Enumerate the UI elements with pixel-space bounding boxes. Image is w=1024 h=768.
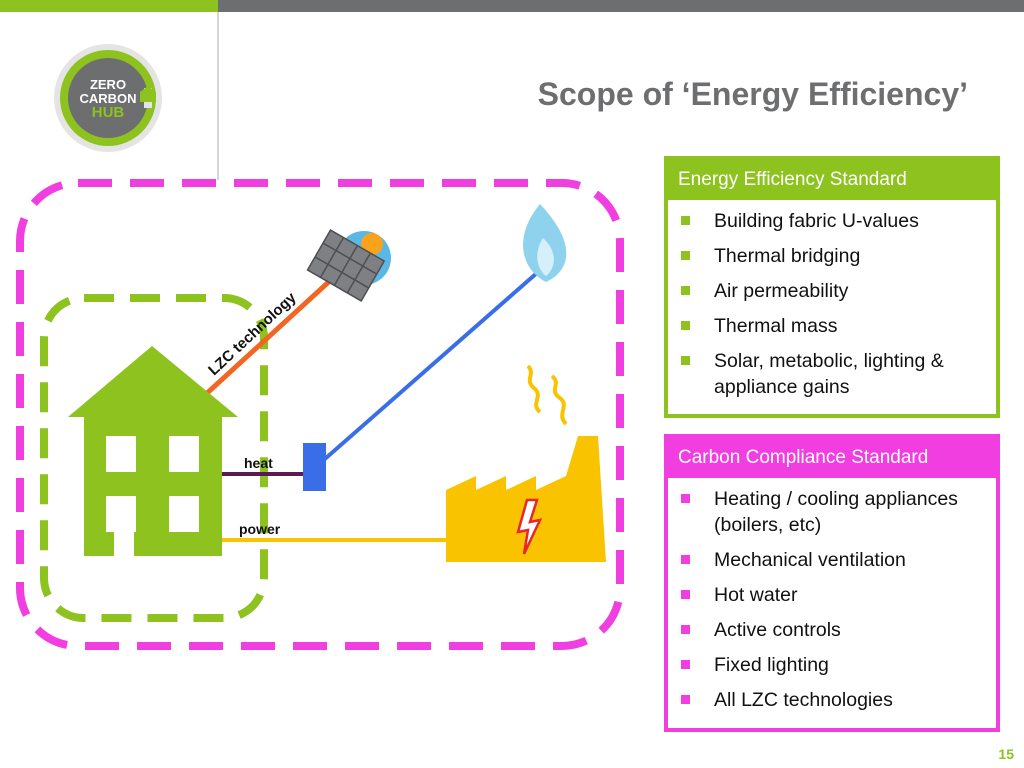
- header-divider: [217, 12, 219, 180]
- list-item-text: Thermal bridging: [714, 245, 861, 267]
- square-bullet-icon: [681, 356, 690, 365]
- list-item: Air permeability: [668, 278, 996, 304]
- list-item-text: Active controls: [714, 619, 841, 641]
- lzc-technology-label: LZC technology: [205, 289, 300, 379]
- gas-flame-icon: [523, 204, 567, 282]
- list-item-text: Building fabric U-values: [714, 210, 919, 232]
- logo-line-carbon: CARBON: [79, 91, 137, 106]
- gas-line: [316, 270, 540, 467]
- zero-carbon-hub-logo: ZERO CARBON HUB: [52, 42, 164, 154]
- list-item-text: All LZC technologies: [714, 689, 893, 711]
- carbon-compliance-list: Heating / cooling appliances (boilers, e…: [668, 478, 996, 713]
- energy-scope-diagram: LZC technology heat power: [16, 179, 624, 650]
- list-item: Active controls: [668, 617, 996, 643]
- carbon-compliance-standard-panel: Carbon Compliance Standard Heating / coo…: [664, 434, 1000, 732]
- list-item-text: Thermal mass: [714, 315, 838, 337]
- list-item-text: Fixed lighting: [714, 654, 829, 676]
- list-item-text: Air permeability: [714, 280, 849, 302]
- list-item: Fixed lighting: [668, 652, 996, 678]
- list-item: Thermal bridging: [668, 243, 996, 269]
- list-item-text: Heating / cooling appliances (boilers, e…: [714, 488, 958, 536]
- top-bar-grey: [218, 0, 1024, 12]
- heat-label: heat: [244, 455, 273, 471]
- square-bullet-icon: [681, 286, 690, 295]
- square-bullet-icon: [681, 590, 690, 599]
- solar-panel-icon: [306, 229, 391, 302]
- list-item-text: Solar, metabolic, lighting & appliance g…: [714, 350, 944, 398]
- energy-efficiency-boundary: [40, 294, 268, 622]
- house-icon: [68, 346, 238, 556]
- logo-line-hub: HUB: [91, 104, 125, 121]
- energy-efficiency-list: Building fabric U-values Thermal bridgin…: [668, 200, 996, 400]
- carbon-compliance-boundary: [16, 179, 624, 650]
- logo-line-zero: ZERO: [89, 77, 127, 92]
- list-item: All LZC technologies: [668, 687, 996, 713]
- list-item: Mechanical ventilation: [668, 547, 996, 573]
- square-bullet-icon: [681, 251, 690, 260]
- list-item: Solar, metabolic, lighting & appliance g…: [668, 348, 996, 400]
- list-item: Building fabric U-values: [668, 208, 996, 234]
- square-bullet-icon: [681, 625, 690, 634]
- square-bullet-icon: [681, 555, 690, 564]
- carbon-compliance-standard-header: Carbon Compliance Standard: [668, 438, 996, 478]
- heat-exchanger-icon: [303, 443, 326, 491]
- square-bullet-icon: [681, 216, 690, 225]
- top-bar-green: [0, 0, 218, 12]
- logo-ring-icon: [54, 44, 162, 152]
- square-bullet-icon: [681, 494, 690, 503]
- power-label: power: [239, 521, 281, 537]
- energy-efficiency-standard-header: Energy Efficiency Standard: [668, 160, 996, 200]
- power-station-icon: [446, 364, 606, 562]
- list-item: Heating / cooling appliances (boilers, e…: [668, 486, 996, 538]
- square-bullet-icon: [681, 321, 690, 330]
- page-number: 15: [998, 746, 1014, 762]
- list-item-text: Mechanical ventilation: [714, 549, 906, 571]
- list-item-text: Hot water: [714, 584, 798, 606]
- slide-title: Scope of ‘Energy Efficiency’: [537, 76, 968, 112]
- energy-efficiency-standard-panel: Energy Efficiency Standard Building fabr…: [664, 156, 1000, 418]
- list-item: Hot water: [668, 582, 996, 608]
- square-bullet-icon: [681, 660, 690, 669]
- list-item: Thermal mass: [668, 313, 996, 339]
- square-bullet-icon: [681, 695, 690, 704]
- lzc-line: [203, 276, 335, 397]
